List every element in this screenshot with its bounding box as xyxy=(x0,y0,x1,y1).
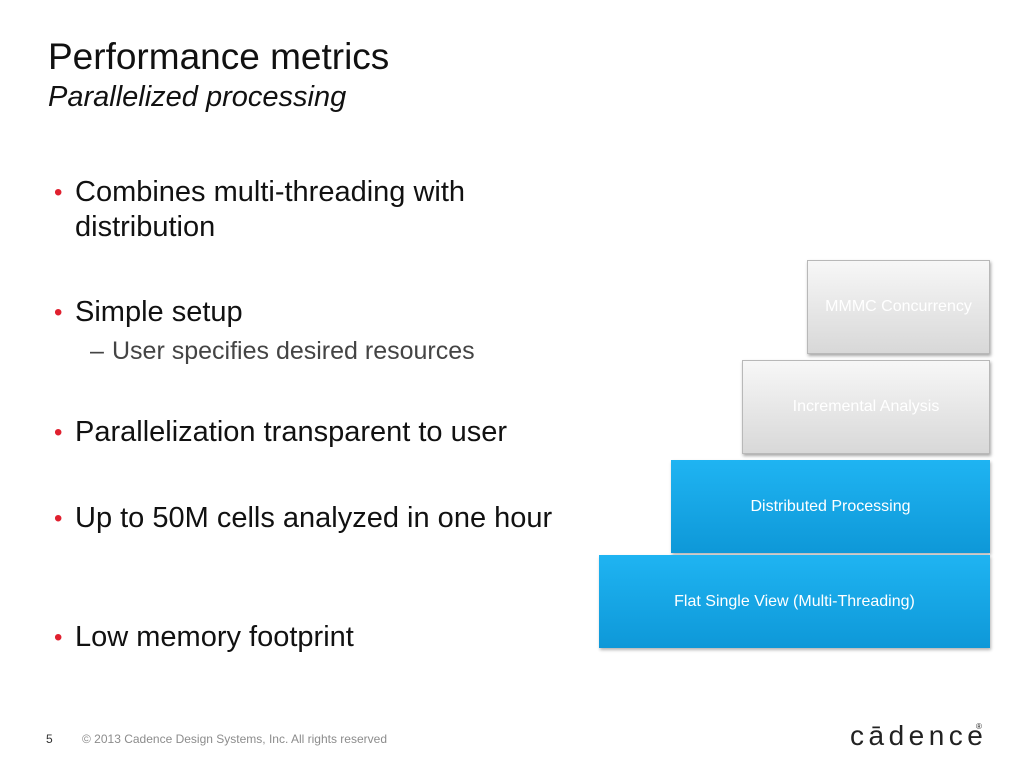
bullet-item: • Simple setup xyxy=(48,295,608,330)
logo-wordmark: cādence xyxy=(850,720,987,751)
registered-mark: ® xyxy=(976,722,982,731)
bullet-text: Low memory footprint xyxy=(75,621,354,653)
bullet-text: Simple setup xyxy=(75,296,243,328)
bullet-item: • Parallelization transparent to user xyxy=(48,415,608,450)
bullet-marker: • xyxy=(54,179,63,206)
cadence-logo: cādence ® xyxy=(850,720,987,751)
bullet-marker: • xyxy=(54,419,63,446)
sub-bullet-text: User specifies desired resources xyxy=(112,337,475,365)
slide-title: Performance metrics xyxy=(48,36,390,77)
sub-bullet-item: – User specifies desired resources xyxy=(90,336,610,366)
stack-block-distributed-processing: Distributed Processing xyxy=(671,460,990,553)
stack-block-flat-single-view: Flat Single View (Multi-Threading) xyxy=(599,555,990,648)
sub-bullet-marker: – xyxy=(90,337,104,365)
bullet-text: Parallelization transparent to user xyxy=(75,416,508,448)
bullet-item: • Up to 50M cells analyzed in one hour xyxy=(48,501,588,536)
slide-subtitle: Parallelized processing xyxy=(48,81,347,113)
stack-block-incremental-analysis: Incremental Analysis xyxy=(742,360,990,454)
copyright-notice: © 2013 Cadence Design Systems, Inc. All … xyxy=(82,732,387,746)
stack-block-mmmc-concurrency: MMMC Concurrency xyxy=(807,260,990,354)
bullet-text: Combines multi-threading with distributi… xyxy=(75,176,466,243)
page-number: 5 xyxy=(46,732,53,746)
bullet-marker: • xyxy=(54,624,63,651)
bullet-marker: • xyxy=(54,505,63,532)
bullet-marker: • xyxy=(54,299,63,326)
bullet-item: • Combines multi-threading with distribu… xyxy=(48,175,608,245)
bullet-text: Up to 50M cells analyzed in one hour xyxy=(75,502,553,534)
bullet-item: • Low memory footprint xyxy=(48,620,608,655)
